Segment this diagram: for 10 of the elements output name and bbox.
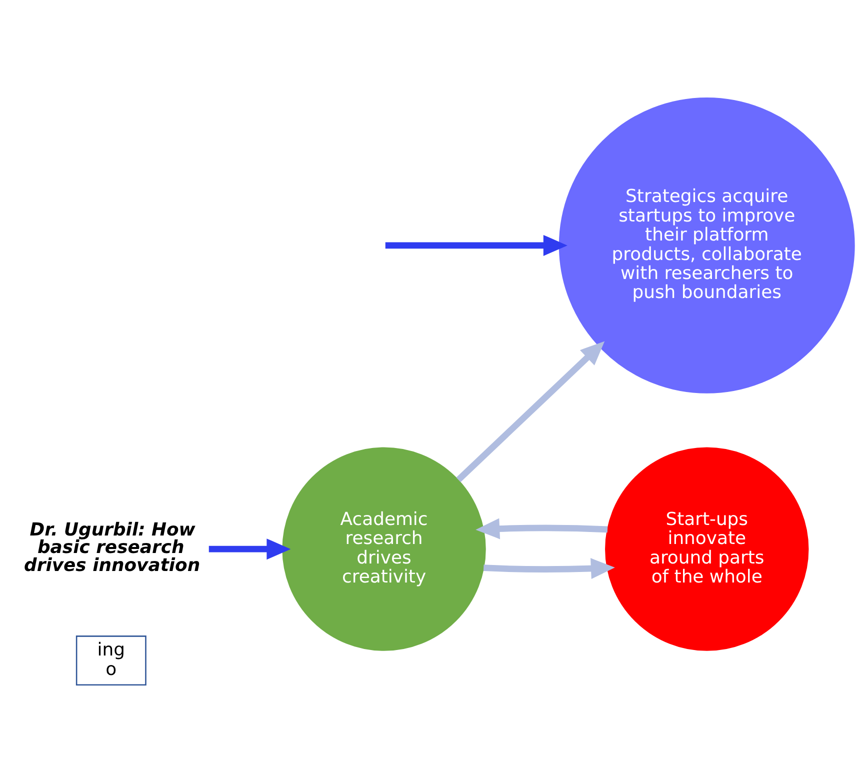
arrow [483,558,615,579]
arrow [476,518,608,539]
arrow [456,340,605,482]
node-circle: Strategics acquire startups to improve their platform products, collaborate with researchers to push boundaries [558,96,855,393]
node-circle: Start-ups innovate around parts of the whole [605,446,809,650]
node-box: ing o [76,635,146,686]
node-text: Dr. Ugurbil: How basic research drives innovation [24,518,200,576]
node-circle: Academic research drives creativity [282,446,486,650]
arrow [208,538,291,560]
arrow [385,234,568,256]
